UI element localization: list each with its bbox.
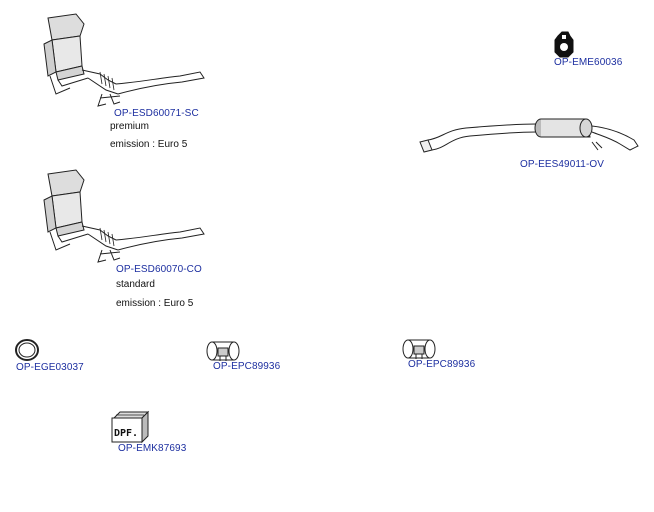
pipe-clamp-part-1: OP-EPC89936 [200, 336, 300, 376]
pipe-clamp-icon[interactable] [402, 338, 436, 360]
pipe-clamp-icon[interactable] [206, 340, 240, 362]
dpf-premium-code-link[interactable]: OP-ESD60071-SC [114, 108, 199, 119]
pipe-clamp-1-code-link[interactable]: OP-EPC89936 [213, 361, 281, 372]
rear-silencer-part: OP-EES49011-OV [410, 110, 650, 174]
pipe-clamp-2-code-link[interactable]: OP-EPC89936 [408, 359, 476, 370]
diesel-particulate-filter-icon[interactable] [40, 13, 210, 109]
mounting-kit-code-link[interactable]: OP-EMK87693 [118, 443, 187, 454]
gasket-code-link[interactable]: OP-EGE03037 [16, 362, 84, 373]
rear-silencer-code-link[interactable]: OP-EES49011-OV [520, 159, 605, 170]
dpf-standard-grade-label: standard [116, 279, 155, 290]
diesel-particulate-filter-icon[interactable] [40, 169, 210, 265]
mounting-rubber-part: OP-EME60036 [540, 28, 640, 78]
dpf-premium-grade-label: premium [110, 121, 149, 132]
dpf-premium-part: OP-ESD60071-SC premium emission : Euro 5 [0, 0, 240, 160]
dpf-standard-code-link[interactable]: OP-ESD60070-CO [116, 264, 202, 275]
mounting-rubber-code-link[interactable]: OP-EME60036 [554, 57, 623, 68]
rear-silencer-icon[interactable] [419, 116, 650, 162]
dpf-premium-emission-label: emission : Euro 5 [110, 139, 188, 150]
gasket-ring-icon[interactable] [14, 338, 40, 362]
gasket-part: OP-EGE03037 [10, 336, 110, 380]
dpf-standard-emission-label: emission : Euro 5 [116, 298, 194, 309]
dpf-standard-part: OP-ESD60070-CO standard emission : Euro … [0, 160, 240, 320]
rubber-mount-icon[interactable] [554, 31, 574, 58]
dpf-mounting-kit-box-icon[interactable] [110, 410, 150, 444]
mounting-kit-part: DPF. OP-EMK87693 [108, 410, 208, 460]
pipe-clamp-part-2: OP-EPC89936 [396, 334, 496, 374]
dpf-box-label: DPF. [114, 428, 139, 439]
